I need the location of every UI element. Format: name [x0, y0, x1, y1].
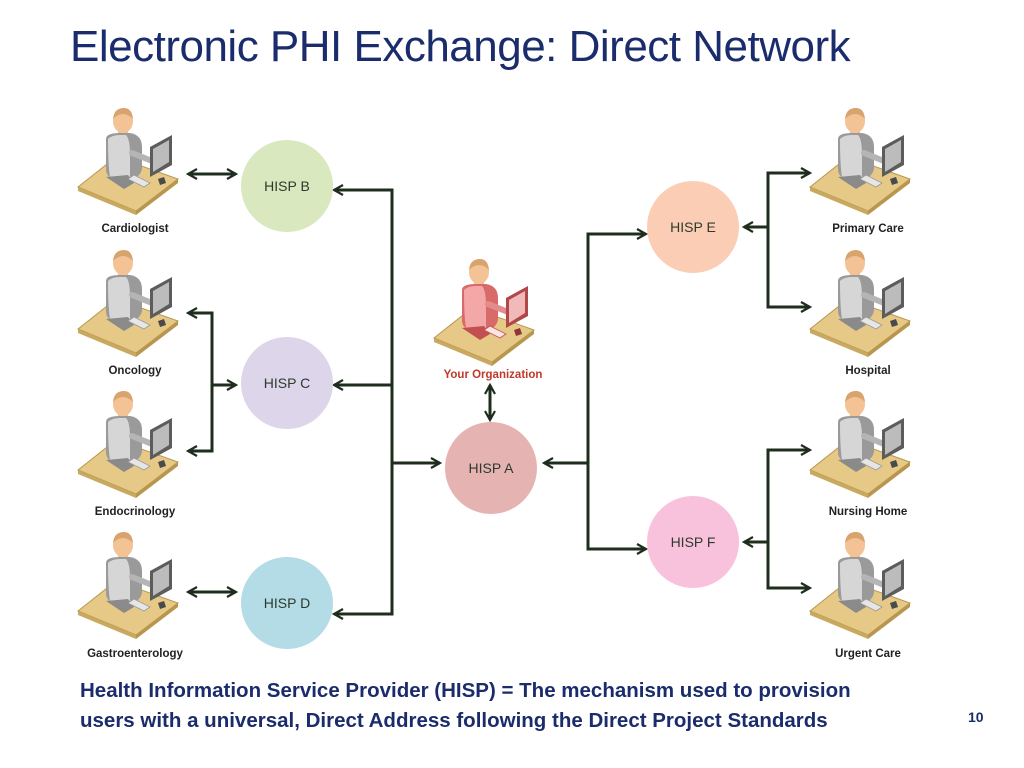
- oncology-label: Oncology: [108, 365, 162, 377]
- hisp-f-node: HISP F: [647, 496, 739, 588]
- primary-care-label: Primary Care: [832, 223, 904, 235]
- cardiologist-workstation: Cardiologist: [78, 108, 178, 235]
- hisp-e-node: HISP E: [647, 181, 739, 273]
- slide-title: Electronic PHI Exchange: Direct Network: [70, 22, 851, 71]
- clinician-workstation-icon: [78, 108, 178, 215]
- oncology-workstation: Oncology: [78, 250, 178, 377]
- connector-hisp-f-nursing-urgent: [766, 450, 810, 588]
- urgent-care-label: Urgent Care: [835, 648, 901, 660]
- connector-oncology-endo-hisp-c: [188, 313, 214, 451]
- hisp-b-label: HISP B: [264, 178, 310, 194]
- page-number: 10: [968, 709, 984, 725]
- clinician-workstation-icon: [78, 250, 178, 357]
- connector-right-trunk-hisp-e: [586, 234, 646, 463]
- urgent-care-workstation: Urgent Care: [810, 532, 910, 660]
- clinician-workstation-icon: [810, 391, 910, 498]
- clinician-workstation-icon: [810, 108, 910, 215]
- gastroenterology-workstation: Gastroenterology: [78, 532, 184, 660]
- hisp-c-node: HISP C: [241, 337, 333, 429]
- endocrinology-workstation: Endocrinology: [78, 391, 178, 518]
- hisp-c-label: HISP C: [264, 375, 310, 391]
- connector-right-trunk-hisp-f: [586, 463, 646, 549]
- organization-workstation-icon: [434, 259, 534, 366]
- caption-line-2: users with a universal, Direct Address f…: [80, 709, 828, 732]
- hospital-workstation: Hospital: [810, 250, 910, 377]
- nursing-home-workstation: Nursing Home: [810, 391, 910, 518]
- hospital-label: Hospital: [845, 365, 890, 377]
- connector-trunk-hisp-d: [334, 450, 394, 614]
- clinician-workstation-icon: [78, 532, 178, 639]
- network-diagram: HISP B HISP C HISP D HISP A HISP E HISP …: [0, 0, 1024, 660]
- clinician-workstation-icon: [810, 250, 910, 357]
- nursing-home-label: Nursing Home: [829, 506, 908, 518]
- connector-trunk-hisp-b: [334, 190, 394, 450]
- hisp-definition-caption: Health Information Service Provider (HIS…: [80, 676, 960, 736]
- hisp-b-node: HISP B: [241, 140, 333, 232]
- caption-line-1: Health Information Service Provider (HIS…: [80, 679, 851, 702]
- clinician-workstation-icon: [78, 391, 178, 498]
- cardiologist-label: Cardiologist: [101, 223, 168, 235]
- clinician-workstation-icon: [810, 532, 910, 639]
- hisp-a-label: HISP A: [469, 460, 515, 476]
- hisp-a-node: HISP A: [445, 422, 537, 514]
- your-organization-label: Your Organization: [444, 369, 543, 381]
- hisp-d-node: HISP D: [241, 557, 333, 649]
- hisp-e-label: HISP E: [670, 219, 716, 235]
- your-organization-workstation: Your Organization: [434, 259, 542, 381]
- endocrinology-label: Endocrinology: [95, 506, 176, 518]
- connector-lines: [188, 173, 810, 614]
- primary-care-workstation: Primary Care: [810, 108, 910, 235]
- hisp-d-label: HISP D: [264, 595, 310, 611]
- hisp-f-label: HISP F: [671, 534, 716, 550]
- gastroenterology-label: Gastroenterology: [87, 648, 183, 660]
- connector-hisp-e-primary-hospital: [766, 173, 810, 307]
